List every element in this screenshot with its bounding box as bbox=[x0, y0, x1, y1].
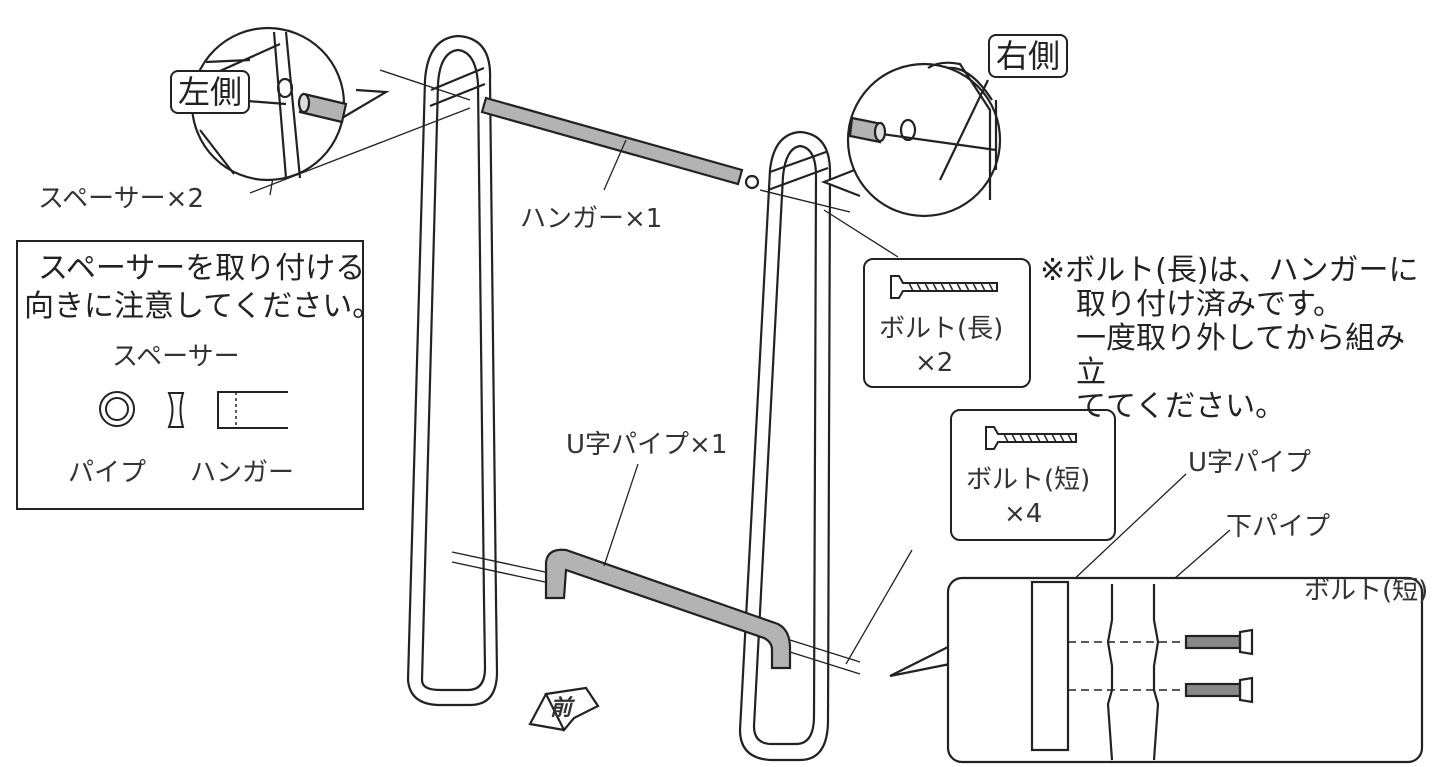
pipe-ring-icon bbox=[99, 391, 135, 427]
note-line-4: ててください。 bbox=[1076, 388, 1286, 424]
left-frame bbox=[406, 34, 499, 707]
front-arrow-icon bbox=[528, 686, 600, 732]
right-side-tag: 右側 bbox=[988, 34, 1069, 78]
bolt-long-icon bbox=[890, 275, 998, 299]
spacer-count-label: スペーサー×2 bbox=[38, 184, 204, 214]
hanger-count-label: ハンガー×1 bbox=[520, 204, 663, 234]
spacer-caution-box: スペーサーを取り付ける 向きに注意してください。 スペーサー パイプ ハンガー bbox=[16, 240, 382, 510]
bolt-long-note: ※ボルト(長)は、ハンガーに 取り付け済みです。 一度取り外してから組み立 てて… bbox=[1040, 254, 1434, 423]
bolt-short-name: ボルト(短) bbox=[966, 465, 1091, 495]
caution-line-1: スペーサーを取り付ける bbox=[38, 251, 366, 286]
bottom-detail bbox=[889, 576, 1424, 764]
front-label: 前 bbox=[550, 696, 573, 721]
hanger-bar bbox=[480, 96, 760, 190]
caution-hanger-label: ハンガー bbox=[190, 458, 295, 488]
u-pipe-count-label: U字パイプ×1 bbox=[566, 430, 728, 460]
caution-pipe-label: パイプ bbox=[68, 458, 147, 488]
note-line-1: ※ボルト(長)は、ハンガーに bbox=[1040, 253, 1419, 288]
right-frame bbox=[738, 130, 832, 762]
right-detail-circle bbox=[820, 61, 1002, 218]
bolt-long-qty: ×2 bbox=[915, 348, 954, 378]
u-pipe-label: U字パイプ bbox=[1188, 448, 1312, 478]
bolt-short-box: ボルト(短) ×4 bbox=[950, 409, 1116, 541]
bolt-short-icon bbox=[985, 426, 1077, 450]
left-detail-circle bbox=[190, 26, 390, 182]
note-line-2: 取り付け済みです。 bbox=[1076, 286, 1343, 322]
lower-pipe-label: 下パイプ bbox=[1226, 512, 1331, 542]
hanger-end-icon bbox=[217, 391, 288, 429]
caution-spacer-label: スペーサー bbox=[112, 342, 240, 372]
bolt-short-qty: ×4 bbox=[1004, 499, 1043, 529]
u-pipe bbox=[544, 548, 792, 670]
bolt-lines bbox=[261, 69, 861, 675]
note-line-3: 一度取り外してから組み立 bbox=[1076, 320, 1406, 390]
bolt-short-callout-label: ボルト(短) bbox=[1304, 576, 1429, 606]
spacer-icon bbox=[167, 392, 185, 428]
caution-line-2: 向きに注意してください。 bbox=[24, 289, 383, 324]
left-side-tag: 左側 bbox=[170, 70, 251, 114]
bolt-long-box: ボルト(長) ×2 bbox=[863, 258, 1031, 388]
bolt-long-name: ボルト(長) bbox=[879, 314, 1004, 344]
